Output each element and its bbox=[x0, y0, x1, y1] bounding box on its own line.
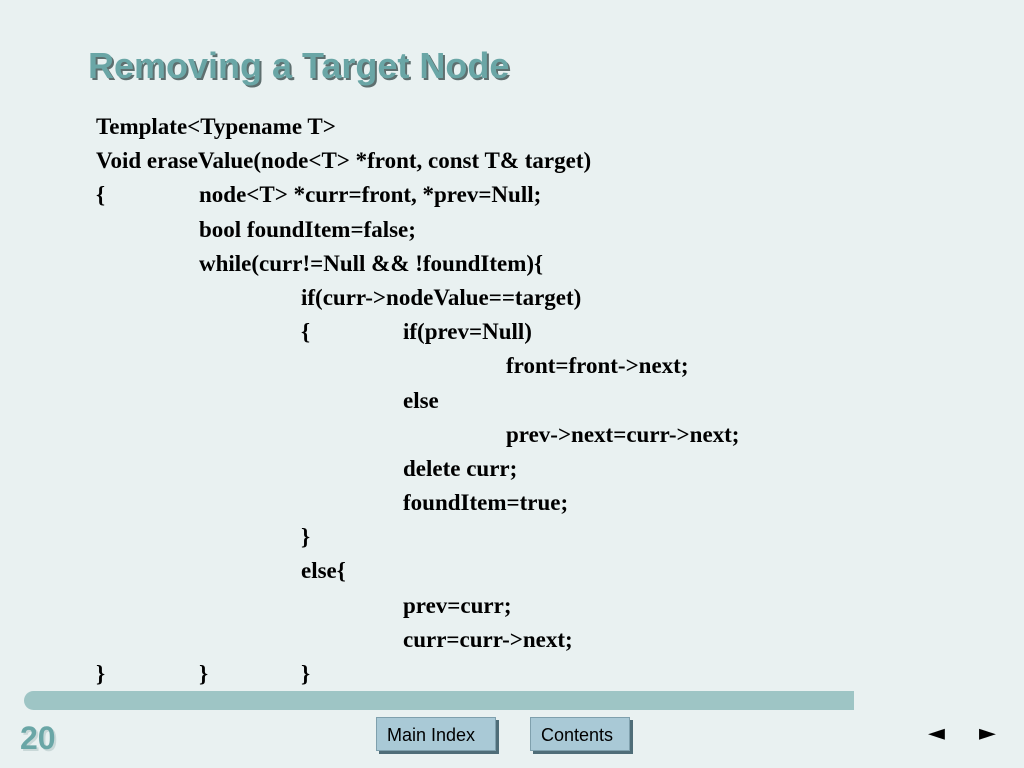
code-segment: curr=curr->next; bbox=[403, 626, 573, 652]
code-segment: prev=curr; bbox=[403, 592, 512, 618]
code-segment: { bbox=[96, 182, 106, 208]
code-segment: Template<Typename T> bbox=[96, 114, 336, 139]
code-segment: if(prev=Null) bbox=[403, 319, 532, 345]
code-segment: else bbox=[403, 387, 439, 413]
code-segment: } bbox=[96, 661, 106, 686]
code-segment: if(curr->nodeValue==target) bbox=[301, 284, 582, 310]
code-segment: } bbox=[199, 661, 209, 686]
code-segment: foundItem=true; bbox=[403, 490, 569, 516]
contents-button[interactable]: Contents bbox=[530, 717, 630, 751]
code-segment: Void eraseValue(node<T> *front, const T&… bbox=[96, 148, 592, 174]
code-segment: } bbox=[301, 661, 311, 686]
code-segment: delete curr; bbox=[403, 455, 518, 481]
code-segment: prev->next=curr->next; bbox=[506, 421, 740, 447]
main-index-button[interactable]: Main Index bbox=[376, 717, 496, 751]
code-segment: while(curr!=Null && !foundItem){ bbox=[199, 250, 544, 276]
code-segment: } bbox=[301, 524, 311, 550]
code-segment: { bbox=[301, 319, 311, 345]
footer-divider-bar bbox=[24, 691, 854, 710]
code-segment: front=front->next; bbox=[506, 353, 689, 379]
slide-title: Removing a Target Node bbox=[88, 45, 510, 86]
code-segment: node<T> *curr=front, *prev=Null; bbox=[199, 182, 542, 208]
code-segment: bool foundItem=false; bbox=[199, 216, 416, 242]
next-slide-arrow-icon[interactable]: ► bbox=[979, 721, 996, 746]
page-number: 20 bbox=[20, 720, 56, 756]
previous-slide-arrow-icon[interactable]: ◄ bbox=[928, 721, 945, 746]
code-segment: else{ bbox=[301, 558, 346, 584]
